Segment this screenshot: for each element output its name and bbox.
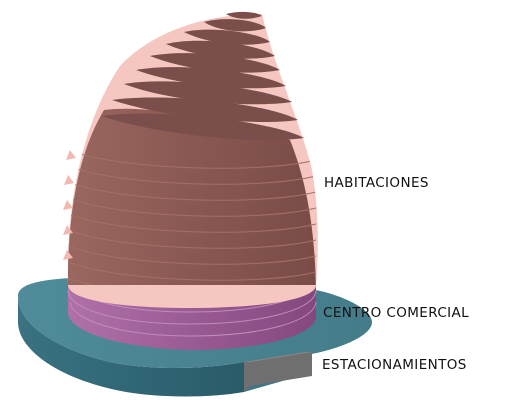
tower [63,11,318,308]
podium-side [18,296,244,397]
tower-floor-slabs [102,11,304,140]
label-centro-comercial: CENTRO COMERCIAL [323,305,470,321]
label-habitaciones: HABITACIONES [324,175,429,191]
parking-block [244,352,312,392]
tower-balcony-edges [63,150,76,260]
label-estacionamientos: ESTACIONAMIENTOS [322,357,467,373]
tower-floor-lines [67,149,317,285]
